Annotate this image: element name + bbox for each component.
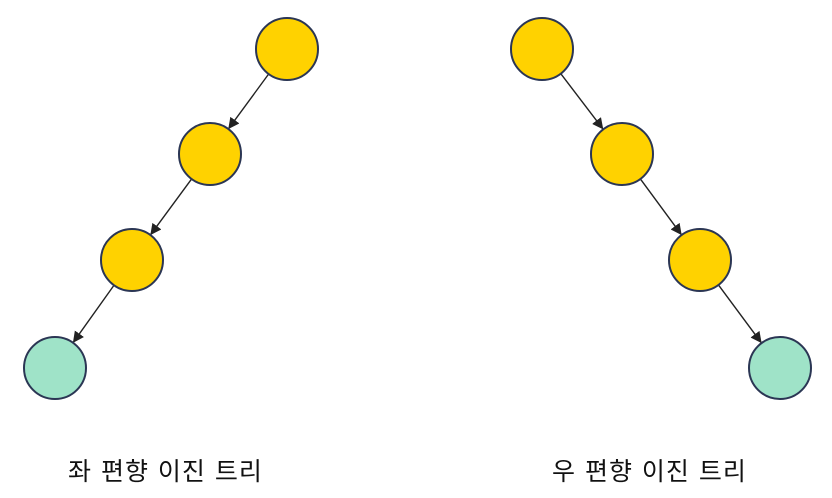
left-tree-node-1 — [255, 17, 319, 81]
left-tree-edge-3 — [72, 284, 115, 343]
right-tree-edge-2 — [639, 178, 682, 236]
right-tree-edge-3 — [717, 284, 762, 344]
right-tree-leaf-node — [748, 336, 812, 400]
right-tree-node-3 — [668, 228, 732, 292]
left-skewed-tree — [23, 17, 319, 400]
right-tree-node-2 — [590, 122, 654, 186]
left-tree-node-3 — [100, 228, 164, 292]
right-tree-edge-1 — [560, 73, 604, 130]
right-skewed-tree-caption: 우 편향 이진 트리 — [552, 457, 747, 486]
left-skewed-tree-caption: 좌 편향 이진 트리 — [68, 457, 263, 486]
left-tree-edge-1 — [228, 73, 270, 130]
left-tree-leaf-node — [23, 336, 87, 400]
right-tree-node-1 — [510, 17, 574, 81]
left-tree-node-2 — [178, 122, 242, 186]
left-tree-edge-2 — [150, 178, 193, 236]
right-skewed-tree — [510, 17, 812, 400]
